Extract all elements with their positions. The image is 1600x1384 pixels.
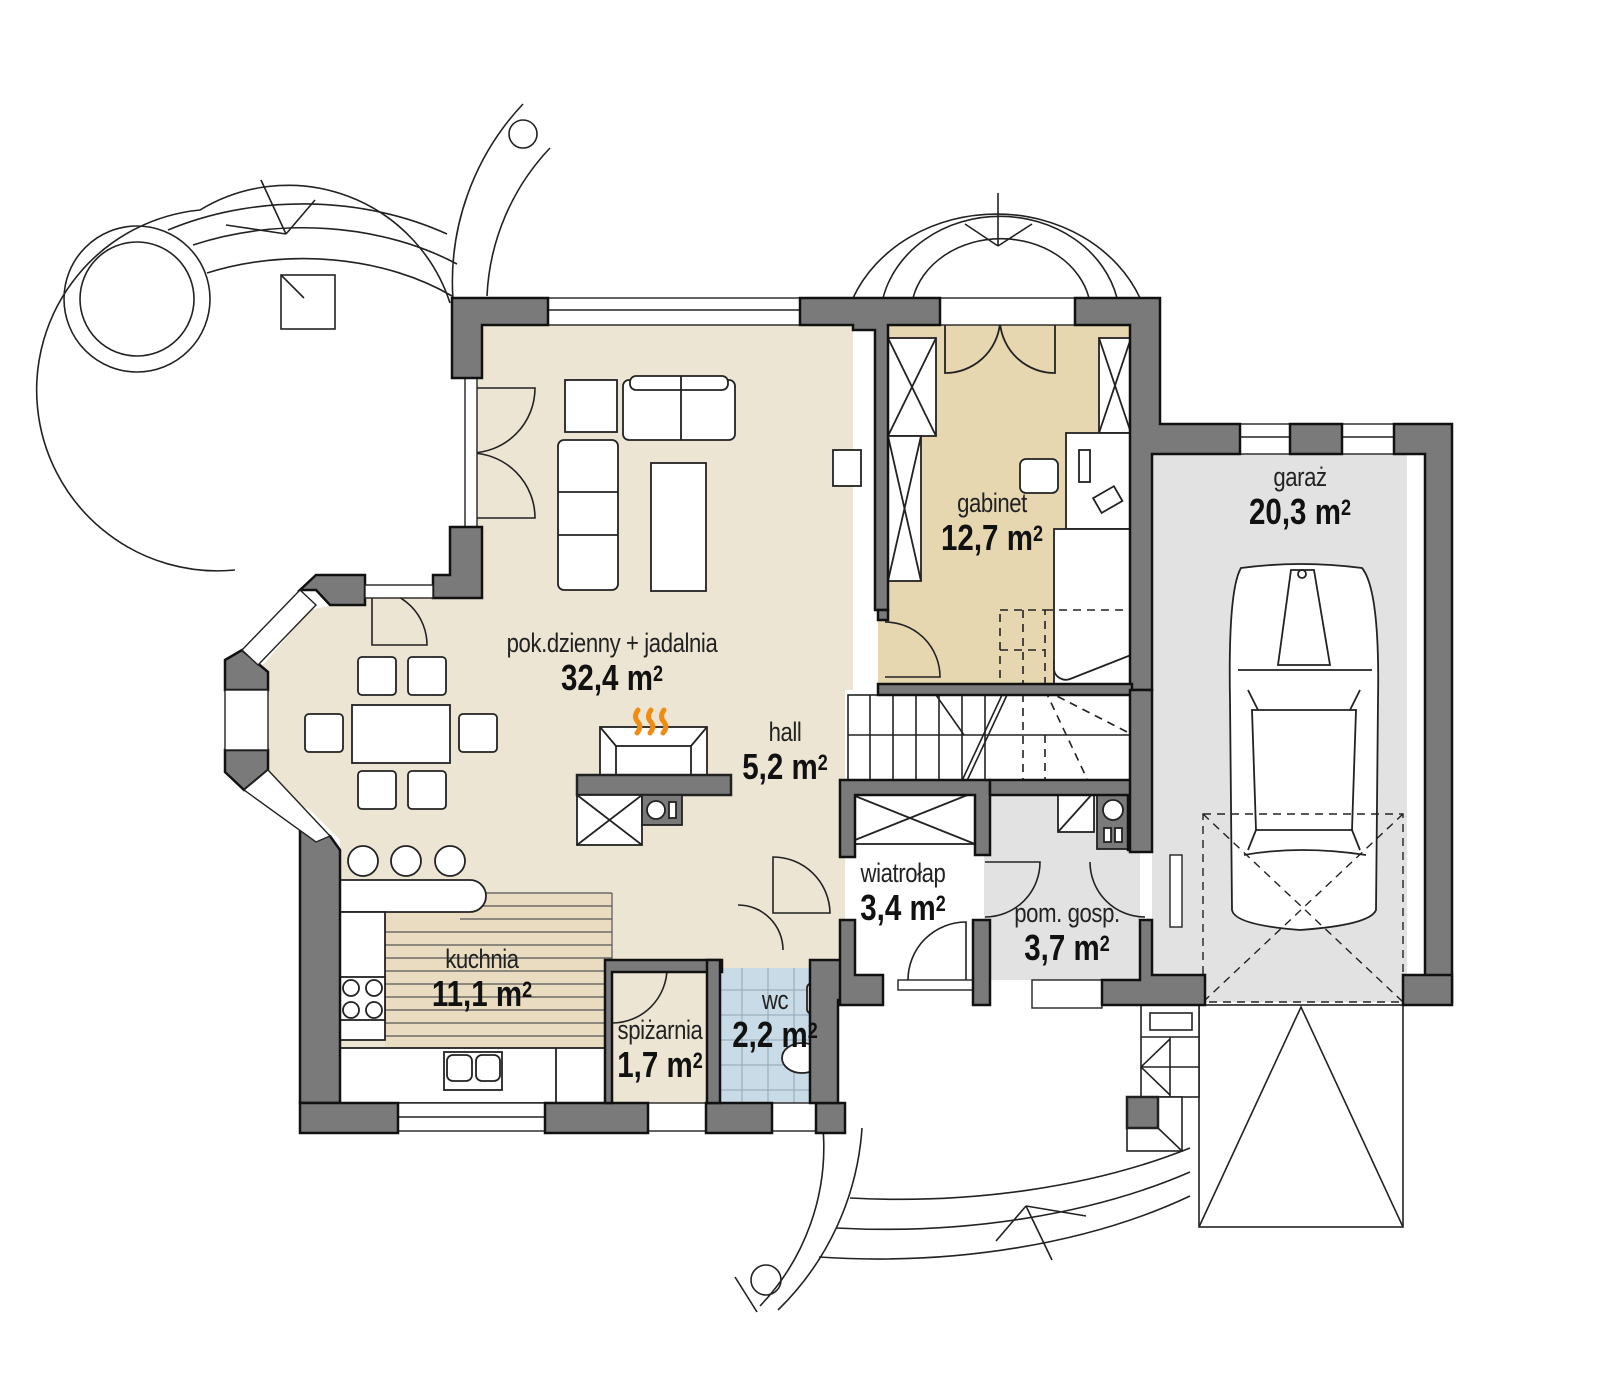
- walls: [223, 296, 1454, 1135]
- room-label-office: gabinet 12,7 m2: [930, 488, 1054, 558]
- pantry-floor: [612, 968, 707, 1103]
- room-area: 3,7 m2: [1024, 927, 1110, 968]
- room-label-kitchen: kuchnia 11,1 m2: [421, 944, 543, 1014]
- fireplace-flame-icon: [633, 707, 669, 736]
- room-name: wiatrołap: [860, 858, 946, 888]
- car-icon: [1228, 563, 1380, 931]
- room-area: 3,4 m2: [860, 887, 946, 928]
- garage-door-swing: [1202, 813, 1404, 1003]
- room-name: garaż: [1273, 462, 1327, 492]
- staircase: [847, 694, 1134, 786]
- room-name: wc: [761, 985, 789, 1015]
- room-name: pok.dzienny + jadalnia: [506, 628, 718, 658]
- room-area: 2,2 m2: [732, 1014, 818, 1055]
- room-area: 5,2 m2: [742, 746, 828, 787]
- room-name: gabinet: [957, 488, 1027, 518]
- landscape-paths: [35, 103, 1404, 1313]
- bay-windows: [224, 584, 434, 843]
- room-area: 11,1 m2: [431, 973, 533, 1014]
- stair-upper-dashed: [999, 609, 1134, 786]
- room-name: spiżarnia: [617, 1015, 703, 1045]
- room-label-pantry: spiżarnia 1,7 m2: [608, 1015, 712, 1085]
- room-label-living: pok.dzienny + jadalnia 32,4 m2: [484, 628, 741, 698]
- room-label-vestibule: wiatrołap 3,4 m2: [851, 858, 955, 928]
- room-name: pom. gosp.: [1014, 898, 1120, 928]
- room-area: 20,3 m2: [1249, 491, 1351, 532]
- kitchen-stripes: [385, 892, 613, 1037]
- round-planter: [63, 225, 211, 373]
- windows: [397, 297, 1395, 1132]
- room-label-wc: wc 2,2 m2: [723, 985, 827, 1055]
- room-label-hall: hall 5,2 m2: [733, 717, 837, 787]
- room-label-utility: pom. gosp. 3,7 m2: [1003, 898, 1132, 968]
- room-name: kuchnia: [445, 944, 519, 974]
- room-area: 12,7 m2: [941, 517, 1043, 558]
- room-area: 1,7 m2: [617, 1044, 703, 1085]
- room-label-garage: garaż 20,3 m2: [1238, 462, 1362, 532]
- room-area: 32,4 m2: [561, 657, 663, 698]
- room-name: hall: [768, 717, 802, 747]
